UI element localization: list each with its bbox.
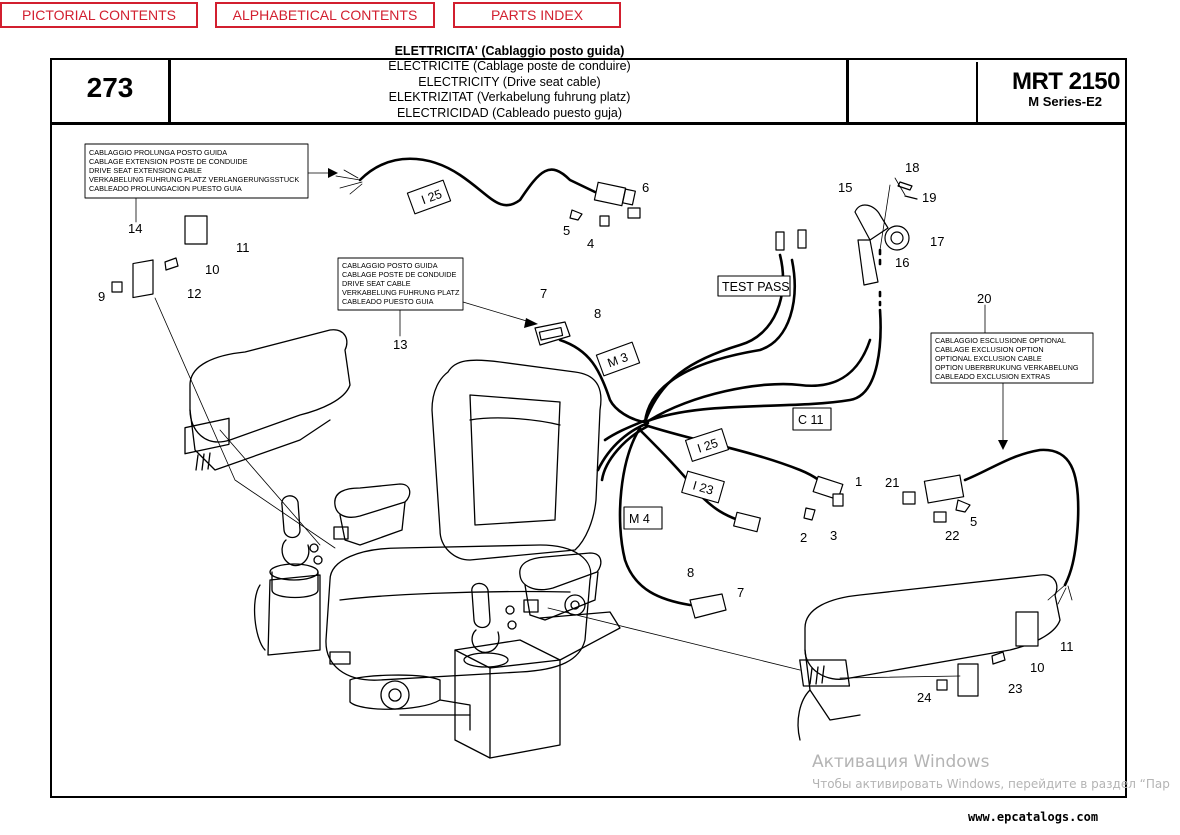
page-number: 273 bbox=[86, 72, 134, 103]
cable-tag-i25-mid: I 25 bbox=[696, 436, 720, 456]
callout-10-right: 10 bbox=[1030, 660, 1044, 675]
model-series: M Series-E2 bbox=[1028, 94, 1102, 109]
note-line: CABLAGGIO ESCLUSIONE OPTIONAL bbox=[935, 336, 1066, 345]
pictorial-contents-button[interactable]: PICTORIAL CONTENTS bbox=[0, 2, 198, 28]
title-it: ELETTRICITA' (Cablaggio posto guida) bbox=[394, 44, 625, 58]
callout-11: 11 bbox=[236, 240, 250, 255]
note-box-exclusion bbox=[930, 332, 1094, 384]
callout-11-right: 11 bbox=[1060, 639, 1074, 654]
note-line: CABLEADO PROLUNGACION PUESTO GUIA bbox=[89, 184, 242, 193]
note-line: CABLEADO EXCLUSION EXTRAS bbox=[935, 372, 1050, 381]
cable-tag-c11: C 11 bbox=[798, 413, 824, 427]
model-name: MRT 2150 bbox=[1011, 68, 1121, 95]
arrowheads bbox=[328, 168, 1008, 450]
callout-15: 15 bbox=[838, 180, 852, 195]
note-line: OPTION UBERBRUKUNG VERKABELUNG bbox=[935, 363, 1079, 372]
note-line: CABLAGGIO PROLUNGA POSTO GUIDA bbox=[89, 148, 227, 157]
left-armrest-assembly bbox=[184, 329, 351, 656]
note-line: DRIVE SEAT EXTENSION CABLE bbox=[89, 166, 202, 175]
header-separator bbox=[846, 58, 849, 124]
drawing-frame bbox=[50, 58, 1127, 798]
right-armrest-assembly bbox=[797, 574, 1061, 741]
callout-2: 2 bbox=[800, 530, 807, 545]
leader-lines bbox=[135, 172, 1004, 679]
header-separator bbox=[976, 62, 978, 122]
note-box-drive-seat bbox=[337, 257, 464, 311]
cable-ends bbox=[335, 169, 1073, 605]
title-fr: ELECTRICITE (Cablage poste de conduire) bbox=[388, 59, 631, 74]
cable-tag-m3: M 3 bbox=[606, 350, 630, 370]
cable-tag-i23: I 23 bbox=[691, 478, 715, 497]
note-line: OPTIONAL EXCLUSION CABLE bbox=[935, 354, 1042, 363]
note-line: VERKABELUNG FUHRUNG PLATZ bbox=[342, 288, 460, 297]
callout-18: 18 bbox=[905, 160, 919, 175]
title-de: ELEKTRIZITAT (Verkabelung fuhrung platz) bbox=[388, 90, 631, 105]
windows-activation-hint: Чтобы активировать Windows, перейдите в … bbox=[812, 777, 1170, 791]
alphabetical-contents-button[interactable]: ALPHABETICAL CONTENTS bbox=[215, 2, 435, 28]
windows-activation-watermark: Активация Windows bbox=[812, 752, 990, 772]
cable-tag-m4: M 4 bbox=[629, 512, 650, 526]
callout-8: 8 bbox=[594, 306, 601, 321]
callout-23: 23 bbox=[1008, 681, 1022, 696]
callout-numbers: 1 2 3 4 5 6 7 8 9 10 11 12 13 14 15 16 1… bbox=[98, 160, 1074, 705]
callout-8-lower: 8 bbox=[687, 565, 694, 580]
callout-16: 16 bbox=[895, 255, 909, 270]
callout-22: 22 bbox=[945, 528, 959, 543]
title-en: ELECTRICITY (Drive seat cable) bbox=[418, 74, 601, 89]
operator-seat bbox=[325, 359, 621, 759]
note-line: CABLAGE EXTENSION POSTE DE CONDUIDE bbox=[89, 157, 248, 166]
callout-1: 1 bbox=[855, 474, 862, 489]
callout-19: 19 bbox=[922, 190, 936, 205]
note-text-drive-seat: CABLAGGIO POSTO GUIDA CABLAGE POSTE DE C… bbox=[342, 261, 460, 306]
callout-7: 7 bbox=[540, 286, 547, 301]
callout-20: 20 bbox=[977, 291, 991, 306]
note-line: DRIVE SEAT CABLE bbox=[342, 279, 411, 288]
callout-12: 12 bbox=[187, 286, 201, 301]
left-joystick bbox=[269, 495, 349, 599]
callout-6: 6 bbox=[642, 180, 649, 195]
header-separator bbox=[168, 58, 171, 124]
callout-10: 10 bbox=[205, 262, 219, 277]
wiring-harness bbox=[358, 157, 1080, 607]
callout-21: 21 bbox=[885, 475, 899, 490]
note-line: CABLEADO PUESTO GUIA bbox=[342, 297, 434, 306]
note-line: CABLAGE EXCLUSION OPTION bbox=[935, 345, 1044, 354]
note-line: CABLAGGIO POSTO GUIDA bbox=[342, 261, 438, 270]
callout-17: 17 bbox=[930, 234, 944, 249]
parts-index-button[interactable]: PARTS INDEX bbox=[453, 2, 621, 28]
callout-7-lower: 7 bbox=[737, 585, 744, 600]
callout-5: 5 bbox=[563, 223, 570, 238]
note-line: VERKABELUNG FUHRUNG PLATZ VERLANGERUNGSS… bbox=[89, 175, 299, 184]
header-divider bbox=[50, 122, 1127, 125]
cable-tag-test-pass: TEST PASS bbox=[722, 280, 790, 294]
page-title-block: ELETTRICITA' (Cablaggio posto guida) ELE… bbox=[172, 44, 847, 121]
note-box-extension bbox=[84, 143, 309, 199]
cable-tag-i25-top: I 25 bbox=[419, 187, 443, 207]
cable-tag-boxes bbox=[406, 179, 832, 530]
note-line: CABLAGE POSTE DE CONDUIDE bbox=[342, 270, 456, 279]
note-text-exclusion: CABLAGGIO ESCLUSIONE OPTIONAL CABLAGE EX… bbox=[935, 336, 1079, 381]
callout-5-right: 5 bbox=[970, 514, 977, 529]
callout-4: 4 bbox=[587, 236, 594, 251]
callout-24: 24 bbox=[917, 690, 931, 705]
callout-9: 9 bbox=[98, 289, 105, 304]
note-text-extension: CABLAGGIO PROLUNGA POSTO GUIDA CABLAGE E… bbox=[89, 148, 299, 193]
connectors bbox=[111, 181, 1039, 697]
callout-3: 3 bbox=[830, 528, 837, 543]
callout-13: 13 bbox=[393, 337, 407, 352]
site-url: www.epcatalogs.com bbox=[968, 810, 1099, 824]
callout-14: 14 bbox=[128, 221, 142, 236]
title-es: ELECTRICIDAD (Cableado puesto guja) bbox=[396, 105, 623, 120]
